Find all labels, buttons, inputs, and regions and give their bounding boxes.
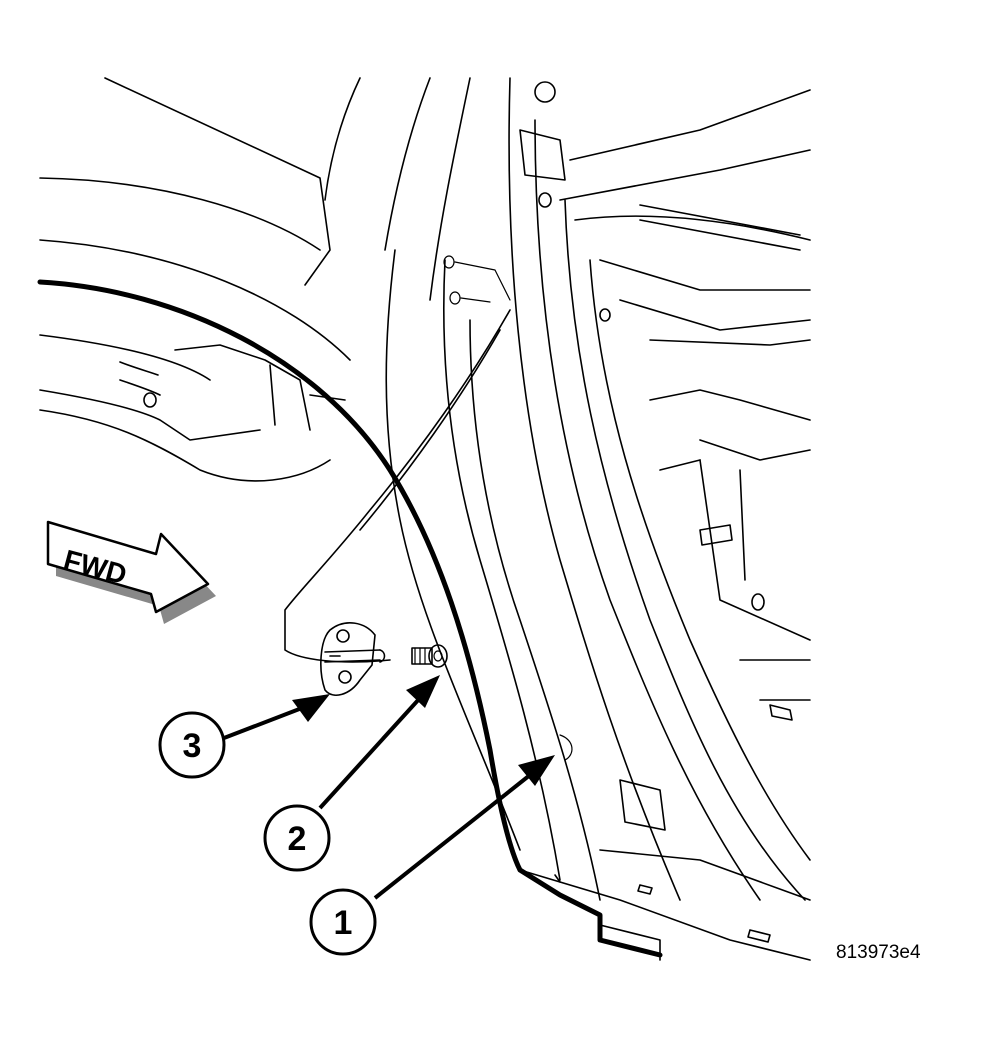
callout-2-number: 2 bbox=[288, 820, 307, 858]
callout-leaders bbox=[223, 675, 555, 900]
callout-3: 3 bbox=[158, 711, 226, 779]
callout-3-number: 3 bbox=[183, 727, 202, 765]
striker-bolt-part bbox=[411, 644, 448, 668]
callout-1-number: 1 bbox=[334, 904, 353, 942]
body-panel-linework bbox=[37, 77, 811, 961]
door-striker-part bbox=[320, 622, 386, 696]
reference-code: 813973e4 bbox=[836, 942, 921, 963]
callout-2: 2 bbox=[263, 804, 331, 872]
fwd-arrow: FWD bbox=[46, 520, 216, 624]
callout-1: 1 bbox=[309, 888, 377, 956]
